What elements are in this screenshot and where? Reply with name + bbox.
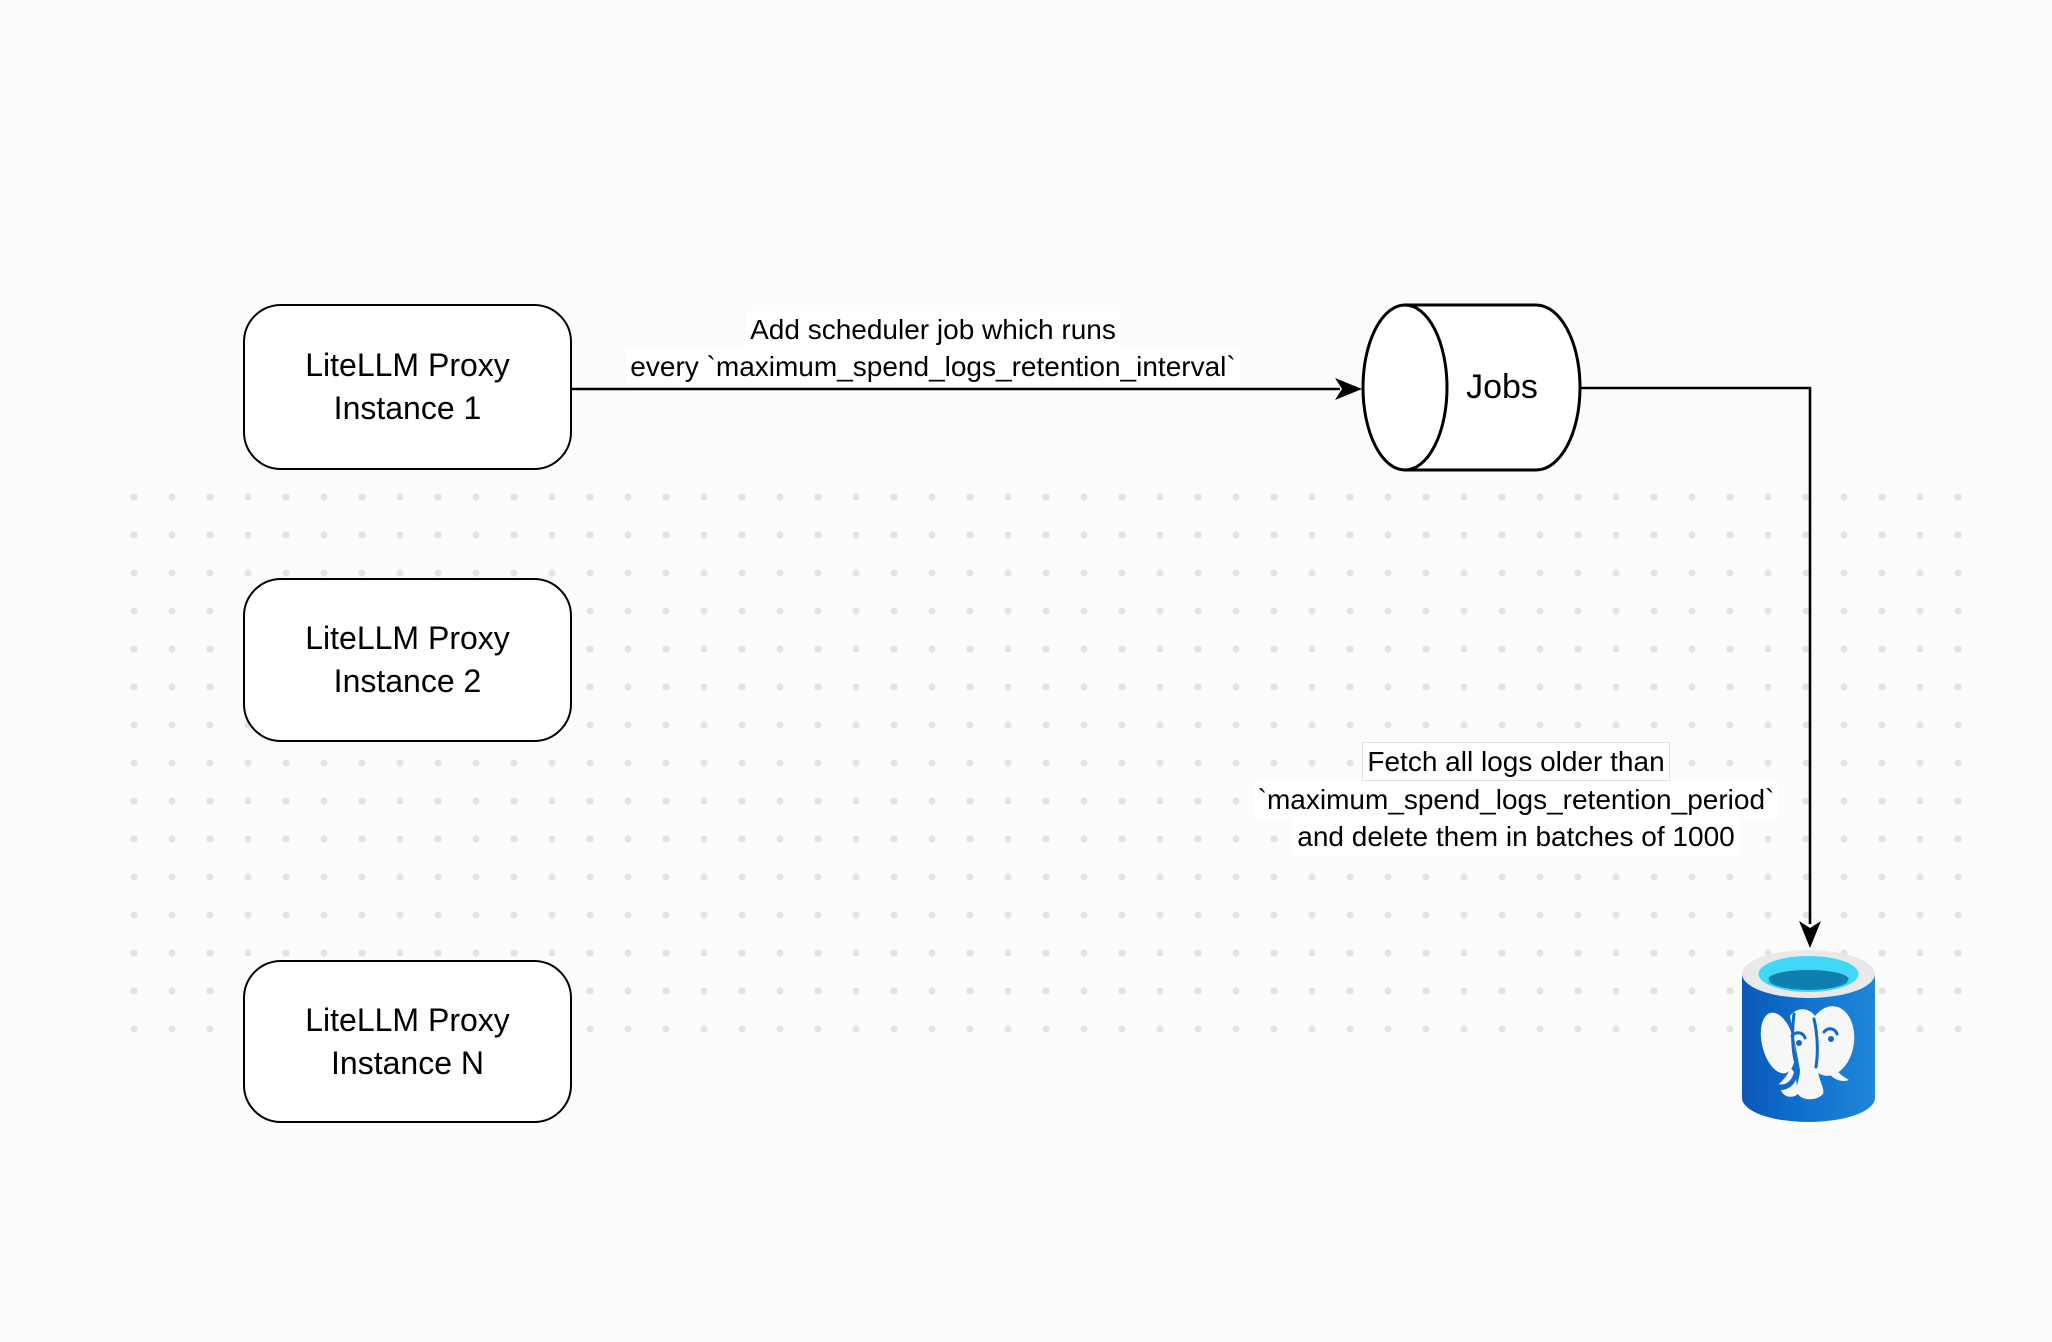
edge-label-line: Fetch all logs older than [1362, 742, 1670, 781]
edge-label-line: and delete them in batches of 1000 [1293, 818, 1739, 855]
node-label-line: Instance N [331, 1044, 484, 1081]
node-label-line: LiteLLM Proxy [305, 347, 510, 383]
edge-label-line: Add scheduler job which runs [746, 311, 1120, 348]
edge-label-scheduler[interactable]: Add scheduler job which runs every `maxi… [383, 311, 1483, 385]
node-label-line: LiteLLM Proxy [305, 1001, 510, 1038]
edge-label-line: `maximum_spend_logs_retention_period` [1253, 781, 1779, 818]
node-litellm-proxy-instance-1[interactable]: LiteLLM Proxy Instance 1 [243, 304, 572, 470]
node-jobs-label[interactable]: Jobs [1466, 368, 1538, 406]
node-litellm-proxy-instance-2[interactable]: LiteLLM Proxy Instance 2 [243, 578, 572, 742]
edge-label-fetch-delete[interactable]: Fetch all logs older than `maximum_spend… [1161, 742, 1871, 855]
node-label-line: LiteLLM Proxy [305, 620, 510, 656]
edge-label-line: every `maximum_spend_logs_retention_inte… [626, 348, 1240, 385]
node-label-line: Instance 2 [333, 663, 482, 699]
node-litellm-proxy-instance-n[interactable]: LiteLLM Proxy Instance N [243, 960, 572, 1123]
node-label-line: Instance 1 [333, 390, 482, 426]
